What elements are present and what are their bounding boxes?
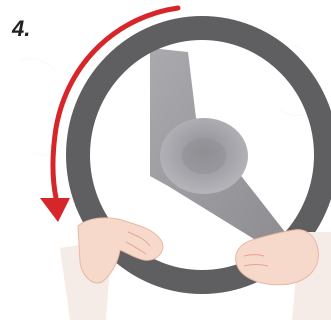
right-hand-icon [236,230,331,320]
right-hand [236,230,319,285]
wheel-hub-center [182,138,226,174]
arrow-head [40,198,70,222]
